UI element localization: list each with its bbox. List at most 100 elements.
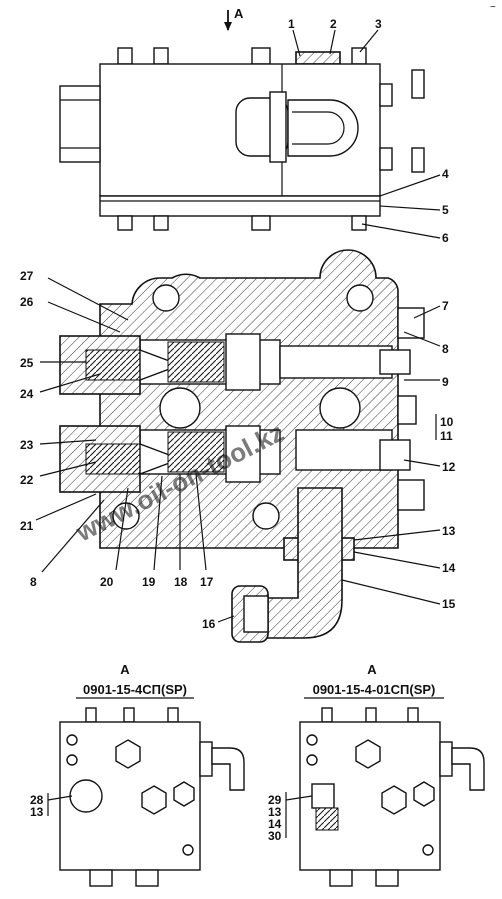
mount-hole — [252, 502, 280, 530]
top-bolt — [407, 707, 419, 723]
callout-label: 16 — [202, 617, 216, 631]
callout-label: 2 — [330, 17, 337, 31]
top-bolt — [85, 707, 97, 723]
leader-line — [341, 579, 441, 605]
side-plug — [379, 147, 393, 171]
callout-label: 21 — [20, 519, 34, 533]
bolt-head — [153, 47, 169, 65]
bottom-stud — [135, 869, 159, 887]
bottom-stud — [375, 869, 399, 887]
corner-mark: ~ — [490, 2, 496, 13]
handle-lever — [287, 99, 359, 157]
side-plug — [379, 83, 393, 107]
hex-plug — [173, 781, 195, 807]
piston-block — [225, 425, 261, 483]
channel — [295, 429, 393, 471]
base-plate — [99, 195, 381, 217]
view-marker-label: А — [234, 6, 244, 21]
bolt-head — [351, 47, 367, 65]
bolt-hole — [182, 844, 194, 856]
bottom-bolt — [153, 215, 169, 231]
side-plug — [397, 307, 425, 339]
callout-label: 12 — [442, 460, 456, 474]
cross-bore — [319, 387, 361, 429]
top-view: А — [59, 6, 449, 245]
leader-line — [217, 615, 235, 623]
callout-label: 24 — [20, 387, 34, 401]
cover-plate — [295, 51, 341, 65]
callout-label: 30 — [268, 829, 282, 843]
elbow-fitting — [211, 747, 245, 791]
bolt-hole — [422, 844, 434, 856]
bolt-hole — [66, 734, 78, 746]
side-plug — [397, 395, 417, 425]
spring-upper — [85, 349, 141, 381]
cross-bore — [159, 387, 201, 429]
bottom-stud — [89, 869, 113, 887]
callout-label: 17 — [200, 575, 214, 589]
bolt-hole — [66, 754, 78, 766]
leader-line — [47, 795, 73, 801]
callout-label: 15 — [442, 597, 456, 611]
leader-line — [39, 439, 97, 445]
leader-line — [359, 29, 379, 53]
view-code: 0901-15-4СП(SP) — [83, 682, 187, 697]
leader-line — [403, 331, 441, 347]
side-fitting — [439, 741, 453, 777]
side-plug — [411, 147, 425, 173]
callout-label: 8 — [30, 575, 37, 589]
leader-line — [41, 499, 105, 573]
callout-label: 10 — [440, 415, 454, 429]
leader-line — [403, 459, 441, 467]
view-letter: А — [120, 662, 130, 677]
top-bolt — [365, 707, 377, 723]
view-letter: А — [367, 662, 377, 677]
handle-grip — [269, 91, 287, 163]
hex-plug — [141, 785, 167, 815]
leader-line — [413, 305, 441, 319]
callout-label: 14 — [268, 817, 282, 831]
hex-plug — [413, 781, 435, 807]
callout-label: 29 — [268, 793, 282, 807]
callout-label: 13 — [442, 524, 456, 538]
top-bolt — [321, 707, 333, 723]
leader-line — [195, 473, 207, 571]
callout-label: 13 — [268, 805, 282, 819]
callout-label: 22 — [20, 473, 34, 487]
callout-label: 9 — [442, 375, 449, 389]
hex-plug — [381, 785, 407, 815]
piston-block — [225, 333, 261, 391]
valve-knob — [315, 807, 339, 831]
callout-label: 23 — [20, 438, 34, 452]
callout-label: 8 — [442, 342, 449, 356]
mount-hole — [346, 284, 374, 312]
stem-lower — [379, 439, 411, 471]
callout-label: 26 — [20, 295, 34, 309]
top-bolt — [123, 707, 135, 723]
elbow-cap-inner — [243, 595, 269, 633]
callout-label: 19 — [142, 575, 156, 589]
leader-line — [153, 475, 163, 571]
leader-line — [39, 461, 97, 477]
callout-label: 5 — [442, 203, 449, 217]
hex-plug — [115, 739, 141, 769]
mount-hole — [152, 284, 180, 312]
bottom-stud — [329, 869, 353, 887]
coil-spring — [167, 431, 225, 473]
callout-label: 14 — [442, 561, 456, 575]
bottom-bolt — [351, 215, 367, 231]
hex-plug — [355, 739, 381, 769]
bottom-bolt — [117, 215, 133, 231]
port-plug — [69, 779, 103, 813]
side-plug — [411, 69, 425, 99]
side-plug — [397, 479, 425, 511]
leader-line — [35, 493, 97, 521]
handle-slot — [292, 111, 345, 145]
valve-stem — [311, 783, 335, 809]
callout-label: 27 — [20, 269, 34, 283]
callout-label: 25 — [20, 356, 34, 370]
leader-line — [379, 174, 441, 197]
view-code: 0901-15-4-01СП(SP) — [313, 682, 436, 697]
leader-line — [285, 795, 313, 801]
